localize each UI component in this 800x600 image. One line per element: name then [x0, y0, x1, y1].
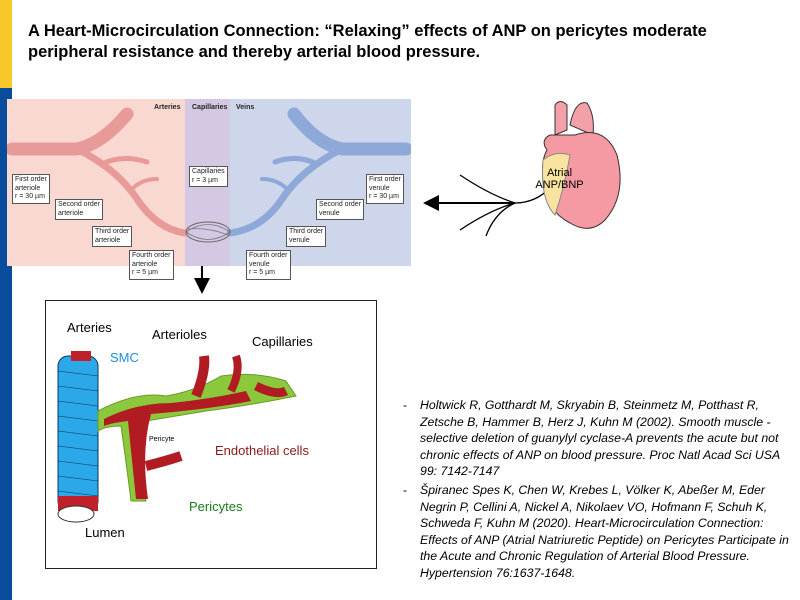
label-arteries: Arteries: [67, 320, 112, 335]
label-lumen: Lumen: [85, 525, 125, 540]
heart-icon: [542, 101, 621, 229]
label-capillaries: Capillaries: [252, 334, 313, 349]
header-capillaries: Capillaries: [192, 104, 228, 111]
microvessel-cell-diagram: Arteries Arterioles Capillaries SMC Peri…: [45, 300, 377, 569]
accent-strip-yellow: [0, 0, 12, 88]
label-smc: SMC: [110, 350, 139, 365]
signal-lines: [459, 174, 551, 237]
reference-list: -Holtwick R, Gotthardt M, Skryabin B, St…: [398, 397, 793, 584]
reference-item: -Holtwick R, Gotthardt M, Skryabin B, St…: [403, 398, 780, 479]
header-arteries: Arteries: [154, 104, 181, 111]
slide-title: A Heart-Microcirculation Connection: “Re…: [28, 22, 707, 61]
header-veins: Veins: [236, 104, 255, 111]
label-pericytes: Pericytes: [189, 499, 243, 514]
microvessel-illustration: [57, 351, 297, 523]
reference-item: -Špiranec Spes K, Chen W, Krebes L, Völk…: [403, 482, 789, 580]
label-pericyte: Pericyte: [149, 436, 175, 443]
label-endothelial-cells: Endothelial cells: [215, 443, 309, 458]
label-arterioles: Arterioles: [152, 327, 207, 342]
